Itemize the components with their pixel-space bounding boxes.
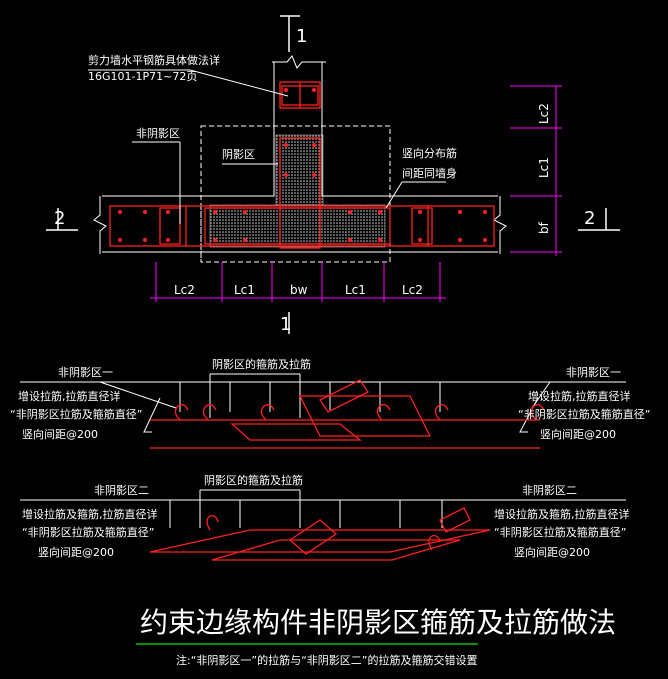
detail1-note-left-2: “非阴影区拉筋及箍筋直径”	[10, 407, 142, 421]
shadow-zone-hatch	[209, 134, 386, 248]
detail2-label-right: 非阴影区二	[522, 484, 577, 497]
section-mark-right: 2	[584, 208, 595, 229]
note-shear-wall-line2: 16G101-1P71~72页	[88, 70, 197, 83]
right-dimension-lines	[510, 85, 562, 256]
detail1-note-right-3: 竖向间距@200	[540, 427, 616, 441]
note-vertical-line1: 竖向分布筋	[402, 146, 457, 160]
dim-bottom-5: Lc2	[402, 283, 423, 297]
dim-bottom-1: Lc2	[174, 283, 195, 297]
detail1-note-right-2: “非阴影区拉筋及箍筋直径”	[518, 407, 650, 421]
detail2-note-left-2: “非阴影区拉筋及箍筋直径”	[22, 525, 154, 539]
detail1-label-shadow: 阴影区的箍筋及拉筋	[212, 357, 311, 371]
note-shear-wall-line1: 剪力墙水平钢筋具体做法详	[88, 53, 220, 67]
detail2-note-right-2: “非阴影区拉筋及箍筋直径”	[494, 525, 626, 539]
detail1-note-left-1: 增设拉筋,拉筋直径详	[18, 389, 121, 403]
detail2-note-right-1: 增设拉筋及箍筋,拉筋直径详	[494, 507, 630, 521]
detail-1: 非阴影区一 非阴影区一 阴影区的箍筋及拉筋 增设拉筋,拉筋直径详 “非阴影区拉筋…	[10, 357, 650, 449]
label-shadow-zone: 阴影区	[222, 148, 255, 161]
dim-bottom-2: Lc1	[234, 283, 255, 297]
wall-outline	[93, 55, 507, 254]
detail2-label-left: 非阴影区二	[94, 484, 149, 497]
detail2-note-right-3: 竖向间距@200	[514, 545, 590, 559]
note-vertical-line2: 间距同墙身	[402, 166, 457, 180]
section-mark-top: 1	[296, 26, 307, 47]
detail-2: 非阴影区二 非阴影区二 阴影区的箍筋及拉筋 增设拉筋及箍筋,拉筋直径详 “非阴影…	[20, 473, 630, 561]
detail2-rebars	[149, 507, 491, 561]
dim-right-3: bf	[537, 221, 551, 234]
label-non-shadow-zone: 非阴影区	[136, 127, 180, 140]
plan-rebar-dots	[118, 88, 487, 242]
detail1-rebars	[150, 379, 545, 449]
section-mark-left: 2	[54, 208, 65, 229]
detail2-note-left-3: 竖向间距@200	[38, 545, 114, 559]
dim-right-1: Lc2	[537, 103, 551, 124]
drawing-title: 约束边缘构件非阴影区箍筋及拉筋做法	[140, 606, 616, 639]
section-marks	[46, 15, 620, 334]
detail1-note-left-3: 竖向间距@200	[22, 427, 98, 441]
detail2-label-shadow: 阴影区的箍筋及拉筋	[204, 473, 303, 487]
section-mark-bottom: 1	[280, 314, 291, 335]
detail2-note-left-1: 增设拉筋及箍筋,拉筋直径详	[22, 507, 158, 521]
zone-boundaries	[200, 125, 391, 263]
detail1-label-right: 非阴影区一	[566, 366, 621, 379]
dim-right-2: Lc1	[537, 157, 551, 178]
detail1-label-left: 非阴影区一	[58, 366, 113, 379]
plan-leaders	[88, 69, 446, 224]
bottom-dimension-lines	[150, 262, 446, 302]
dim-bottom-3: bw	[290, 283, 308, 297]
detail1-note-right-1: 增设拉筋,拉筋直径详	[528, 389, 631, 403]
footnote: 注:“非阴影区一”的拉筋与“非阴影区二”的拉筋及箍筋交错设置	[176, 653, 478, 667]
detail1-lines	[20, 373, 626, 433]
dim-bottom-4: Lc1	[345, 283, 366, 297]
plan-view: 1 1 2 2 剪力墙水平钢筋具体做法详 16G101-1P71~72页 非阴影…	[46, 15, 620, 335]
plan-rebars	[109, 81, 495, 249]
